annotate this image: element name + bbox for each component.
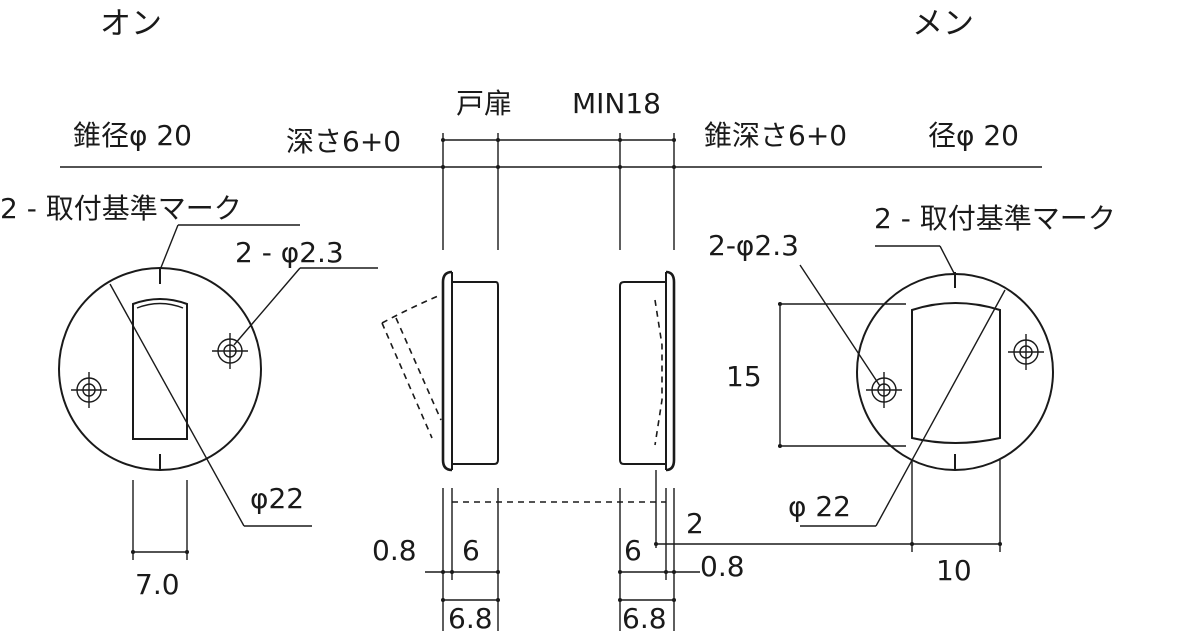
dim-10-label: 10	[936, 554, 972, 587]
female-hole-leader	[799, 264, 881, 387]
female-body	[619, 281, 667, 465]
dim-6-right-label: 6	[624, 534, 642, 567]
dim-6-left-label: 6	[462, 534, 480, 567]
female-title: メン	[912, 6, 974, 42]
male-side-view	[381, 133, 500, 631]
male-body	[451, 281, 499, 465]
door-label: 戸扉	[456, 87, 512, 120]
female-slot	[911, 302, 1001, 444]
female-flange	[665, 270, 676, 472]
dim-08-left-label: 0.8	[372, 534, 417, 567]
min-label: MIN18	[572, 87, 661, 120]
dim-15-label: 15	[726, 360, 762, 393]
female-diameter-leader	[875, 289, 1006, 527]
left-mark-label: 2 - 取付基準マーク	[0, 192, 242, 225]
female-side-view	[452, 133, 1000, 631]
male-hole-leader	[233, 267, 301, 346]
male-front-view	[58, 224, 378, 560]
right-depth-label: 錐深さ6+0	[704, 119, 847, 152]
dim-68-left-label: 6.8	[448, 602, 493, 631]
female-front-view	[778, 245, 1054, 552]
dim-2-label: 2	[686, 507, 704, 540]
left-diameter-label: φ22	[250, 482, 304, 515]
male-slot-inner	[136, 302, 184, 309]
male-mark-leader	[159, 224, 179, 271]
right-bore-label: 径φ 20	[928, 119, 1019, 152]
male-screw-hole-right	[212, 333, 248, 369]
right-hole-label: 2-φ2.3	[708, 229, 799, 262]
female-screw-hole-left	[866, 372, 902, 408]
dim-7-label: 7.0	[135, 568, 180, 601]
female-mark-leader	[939, 245, 956, 276]
left-bore-label: 錐径φ 20	[73, 119, 192, 152]
left-depth-label: 深さ6+0	[286, 125, 401, 158]
male-slot	[132, 298, 188, 440]
swing-arc	[381, 295, 439, 324]
right-mark-label: 2 - 取付基準マーク	[874, 202, 1116, 235]
left-hole-label: 2 - φ2.3	[235, 236, 344, 269]
dim-08-right-label: 0.8	[700, 550, 745, 583]
dim-68-right-label: 6.8	[622, 602, 667, 631]
male-screw-hole-left	[71, 372, 107, 408]
female-screw-hole-right	[1008, 334, 1044, 370]
male-title: オン	[100, 6, 162, 42]
right-diameter-label: φ 22	[788, 490, 851, 523]
male-diameter-leader	[109, 283, 245, 527]
male-flange	[441, 270, 453, 472]
